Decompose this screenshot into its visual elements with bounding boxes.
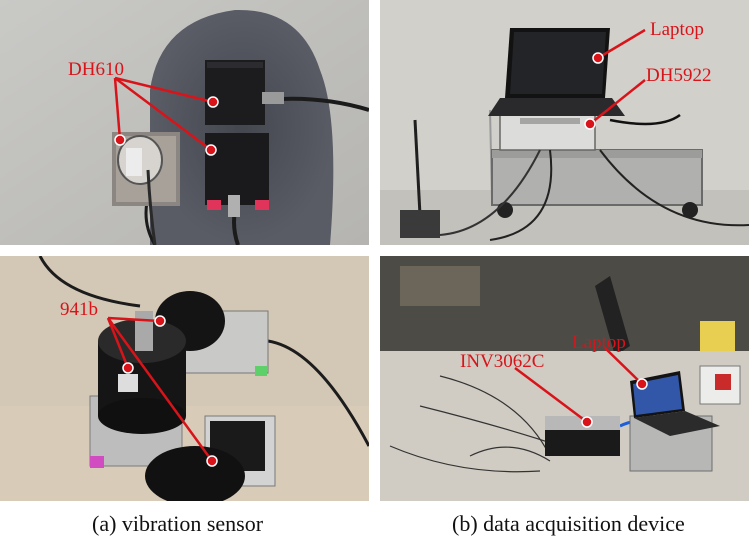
dh5922-callouts: [584, 28, 646, 130]
label-dh5922: DH5922: [646, 65, 712, 86]
inv3062c-photo-svg: [380, 256, 749, 501]
caption-vibration-sensor: (a) vibration sensor: [92, 511, 264, 536]
inv3062c-callouts: [514, 347, 648, 428]
label-941b: 941b: [60, 299, 98, 320]
label-dh610: DH610: [68, 59, 124, 80]
941b-callouts: [106, 315, 218, 467]
photo-dh610-sensors: [0, 0, 369, 245]
label-inv3062c: INV3062C: [460, 351, 545, 372]
label-laptop-top: Laptop: [650, 19, 704, 40]
photo-inv3062c-laptop: [380, 256, 749, 501]
dh610-photo-svg: [0, 0, 369, 245]
dh5922-photo-svg: [380, 0, 749, 245]
label-laptop-bottom: Laptop: [572, 332, 626, 353]
dh610-callouts: [113, 76, 219, 156]
caption-data-acquisition-device: (b) data acquisition device: [452, 511, 685, 536]
photo-dh5922-laptop: [380, 0, 749, 245]
